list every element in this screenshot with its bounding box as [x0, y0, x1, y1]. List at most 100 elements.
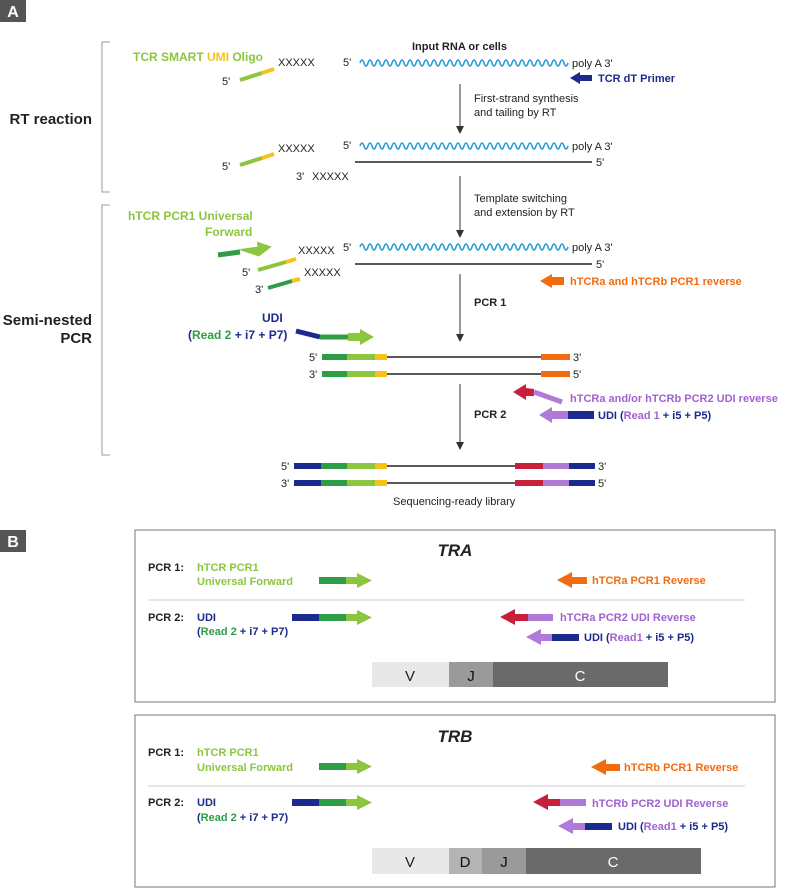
dt-primer-arrow [570, 72, 592, 84]
udi-read2-label: (Read 2 + i7 + P7) [197, 626, 288, 638]
universal-forward-arrow [319, 759, 372, 774]
trb-pcr1-reverse-label: hTCRb PCR1 Reverse [624, 762, 738, 774]
five-prime-label: 5' [309, 352, 317, 364]
cdna-five-prime: 5' [596, 259, 604, 271]
step1-text-1: First-strand synthesis [474, 93, 579, 105]
semi-nested-label: Semi-nested [3, 312, 92, 329]
pcr2-reverse-label: hTCRa and/or hTCRb PCR2 UDI reverse [570, 393, 778, 405]
pcr-label: PCR [60, 330, 92, 347]
segment-navy [569, 463, 595, 469]
segment-crimson [515, 480, 543, 486]
step1-text-2: and tailing by RT [474, 107, 557, 119]
smart-oligo [239, 67, 275, 82]
input-rna-wave [359, 59, 569, 67]
step2-text-1: Template switching [474, 193, 567, 205]
universal-forward-label-1: hTCR PCR1 [197, 747, 259, 759]
tra-pcr1-reverse-label: hTCRa PCR1 Reverse [592, 575, 706, 587]
pcr1-reverse-arrow [591, 759, 620, 775]
rna-five-prime: 5' [343, 140, 351, 152]
segment-orange [541, 371, 570, 377]
five-prime-label: 5' [222, 161, 230, 173]
xxxxx-tail: XXXXX [278, 57, 315, 69]
tra-pcr2-reverse-label: hTCRa PCR2 UDI Reverse [560, 612, 696, 624]
v-segment-label: V [405, 854, 415, 871]
input-rna-label: Input RNA or cells [412, 41, 507, 53]
segment-yellow [375, 480, 387, 486]
rt-reaction-label: RT reaction [9, 111, 92, 128]
tra-box: TRA PCR 1: hTCR PCR1 Universal Forward h… [134, 529, 776, 703]
universal-forward-label-2: Universal Forward [197, 762, 293, 774]
pcr1-forward-label-1: hTCR PCR1 Universal [128, 209, 253, 223]
v-segment [372, 848, 449, 874]
dt-primer-label: TCR dT Primer [598, 73, 676, 85]
xxxxx-tail: XXXXX [304, 267, 341, 279]
pcr1-step-label: PCR 1 [474, 297, 506, 309]
pcr1-reverse-arrow [557, 572, 587, 588]
segment-yellow [375, 354, 387, 360]
three-prime-label: 3' [255, 284, 263, 296]
xxxxx-tail: XXXXX [312, 171, 349, 183]
pcr2-reverse-arrow [533, 794, 586, 810]
udi-read2-label: (Read 2 + i7 + P7) [197, 812, 288, 824]
udi-read1-label: UDI (Read1 + i5 + P5) [584, 632, 694, 644]
segment-dark-green [321, 480, 347, 486]
three-prime-label: 3' [281, 478, 289, 490]
segment-dark-green [322, 371, 347, 377]
rna-five-prime: 5' [343, 57, 351, 69]
universal-forward-arrow [319, 573, 372, 588]
j-segment-label: J [500, 854, 508, 871]
universal-forward-label-2: Universal Forward [197, 576, 293, 588]
segment-lavender [543, 463, 569, 469]
j-segment [449, 662, 493, 687]
five-prime-label: 5' [598, 478, 606, 490]
step2-text-2: and extension by RT [474, 207, 575, 219]
xxxxx-tail: XXXXX [278, 143, 315, 155]
pcr1-row-label: PCR 1: [148, 747, 184, 759]
d-segment [449, 848, 482, 874]
poly-a-label: poly A 3' [572, 141, 613, 153]
rna-wave [359, 142, 569, 150]
v-segment [372, 662, 449, 687]
panel-b: B TRA PCR 1: hTCR PCR1 Universal Forward… [0, 529, 776, 888]
pcr2-reverse-primer-arrow [513, 384, 563, 405]
pcr2-step-label: PCR 2 [474, 409, 506, 421]
xxxxx-tail: XXXXX [298, 245, 335, 257]
udi-read2-arrow [292, 610, 372, 625]
five-prime-label: 5' [222, 76, 230, 88]
rt-bracket [101, 41, 110, 193]
segment-navy [294, 480, 321, 486]
segment-crimson [515, 463, 543, 469]
segment-light-green [347, 463, 375, 469]
v-segment-label: V [405, 668, 415, 685]
universal-forward-label-1: hTCR PCR1 [197, 562, 259, 574]
three-prime-label: 3' [573, 352, 581, 364]
panel-b-badge [0, 530, 26, 552]
segment-navy [569, 480, 595, 486]
pcr1-reverse-primer-arrow [540, 274, 564, 288]
pcr2-reverse-arrow [500, 609, 553, 625]
udi-label: UDI [197, 612, 216, 624]
pcr1-reverse-label: hTCRa and hTCRb PCR1 reverse [570, 276, 742, 288]
library-label: Sequencing-ready library [393, 496, 516, 508]
j-segment-label: J [467, 668, 475, 685]
smart-oligo [239, 152, 275, 167]
segment-yellow [375, 371, 387, 377]
rna-five-prime: 5' [343, 242, 351, 254]
tra-title: TRA [438, 541, 473, 560]
template-switch-oligo [267, 277, 301, 290]
panel-a-label: A [7, 4, 19, 21]
udi-label: UDI [197, 797, 216, 809]
udi-read1-arrow [526, 629, 579, 645]
udi-read2-arrow [292, 795, 372, 810]
udi-read1-label: UDI (Read 1 + i5 + P5) [598, 410, 711, 422]
cdna-three-prime: 3' [296, 171, 304, 183]
segment-dark-green [321, 463, 347, 469]
five-prime-label: 5' [281, 461, 289, 473]
segment-light-green [347, 354, 375, 360]
udi-read2-primer-arrow [295, 328, 374, 345]
trb-title: TRB [438, 727, 473, 746]
rna-wave [359, 243, 569, 251]
segment-orange [541, 354, 570, 360]
pcr1-forward-primer-arrow [217, 241, 272, 258]
segment-lavender [543, 480, 569, 486]
